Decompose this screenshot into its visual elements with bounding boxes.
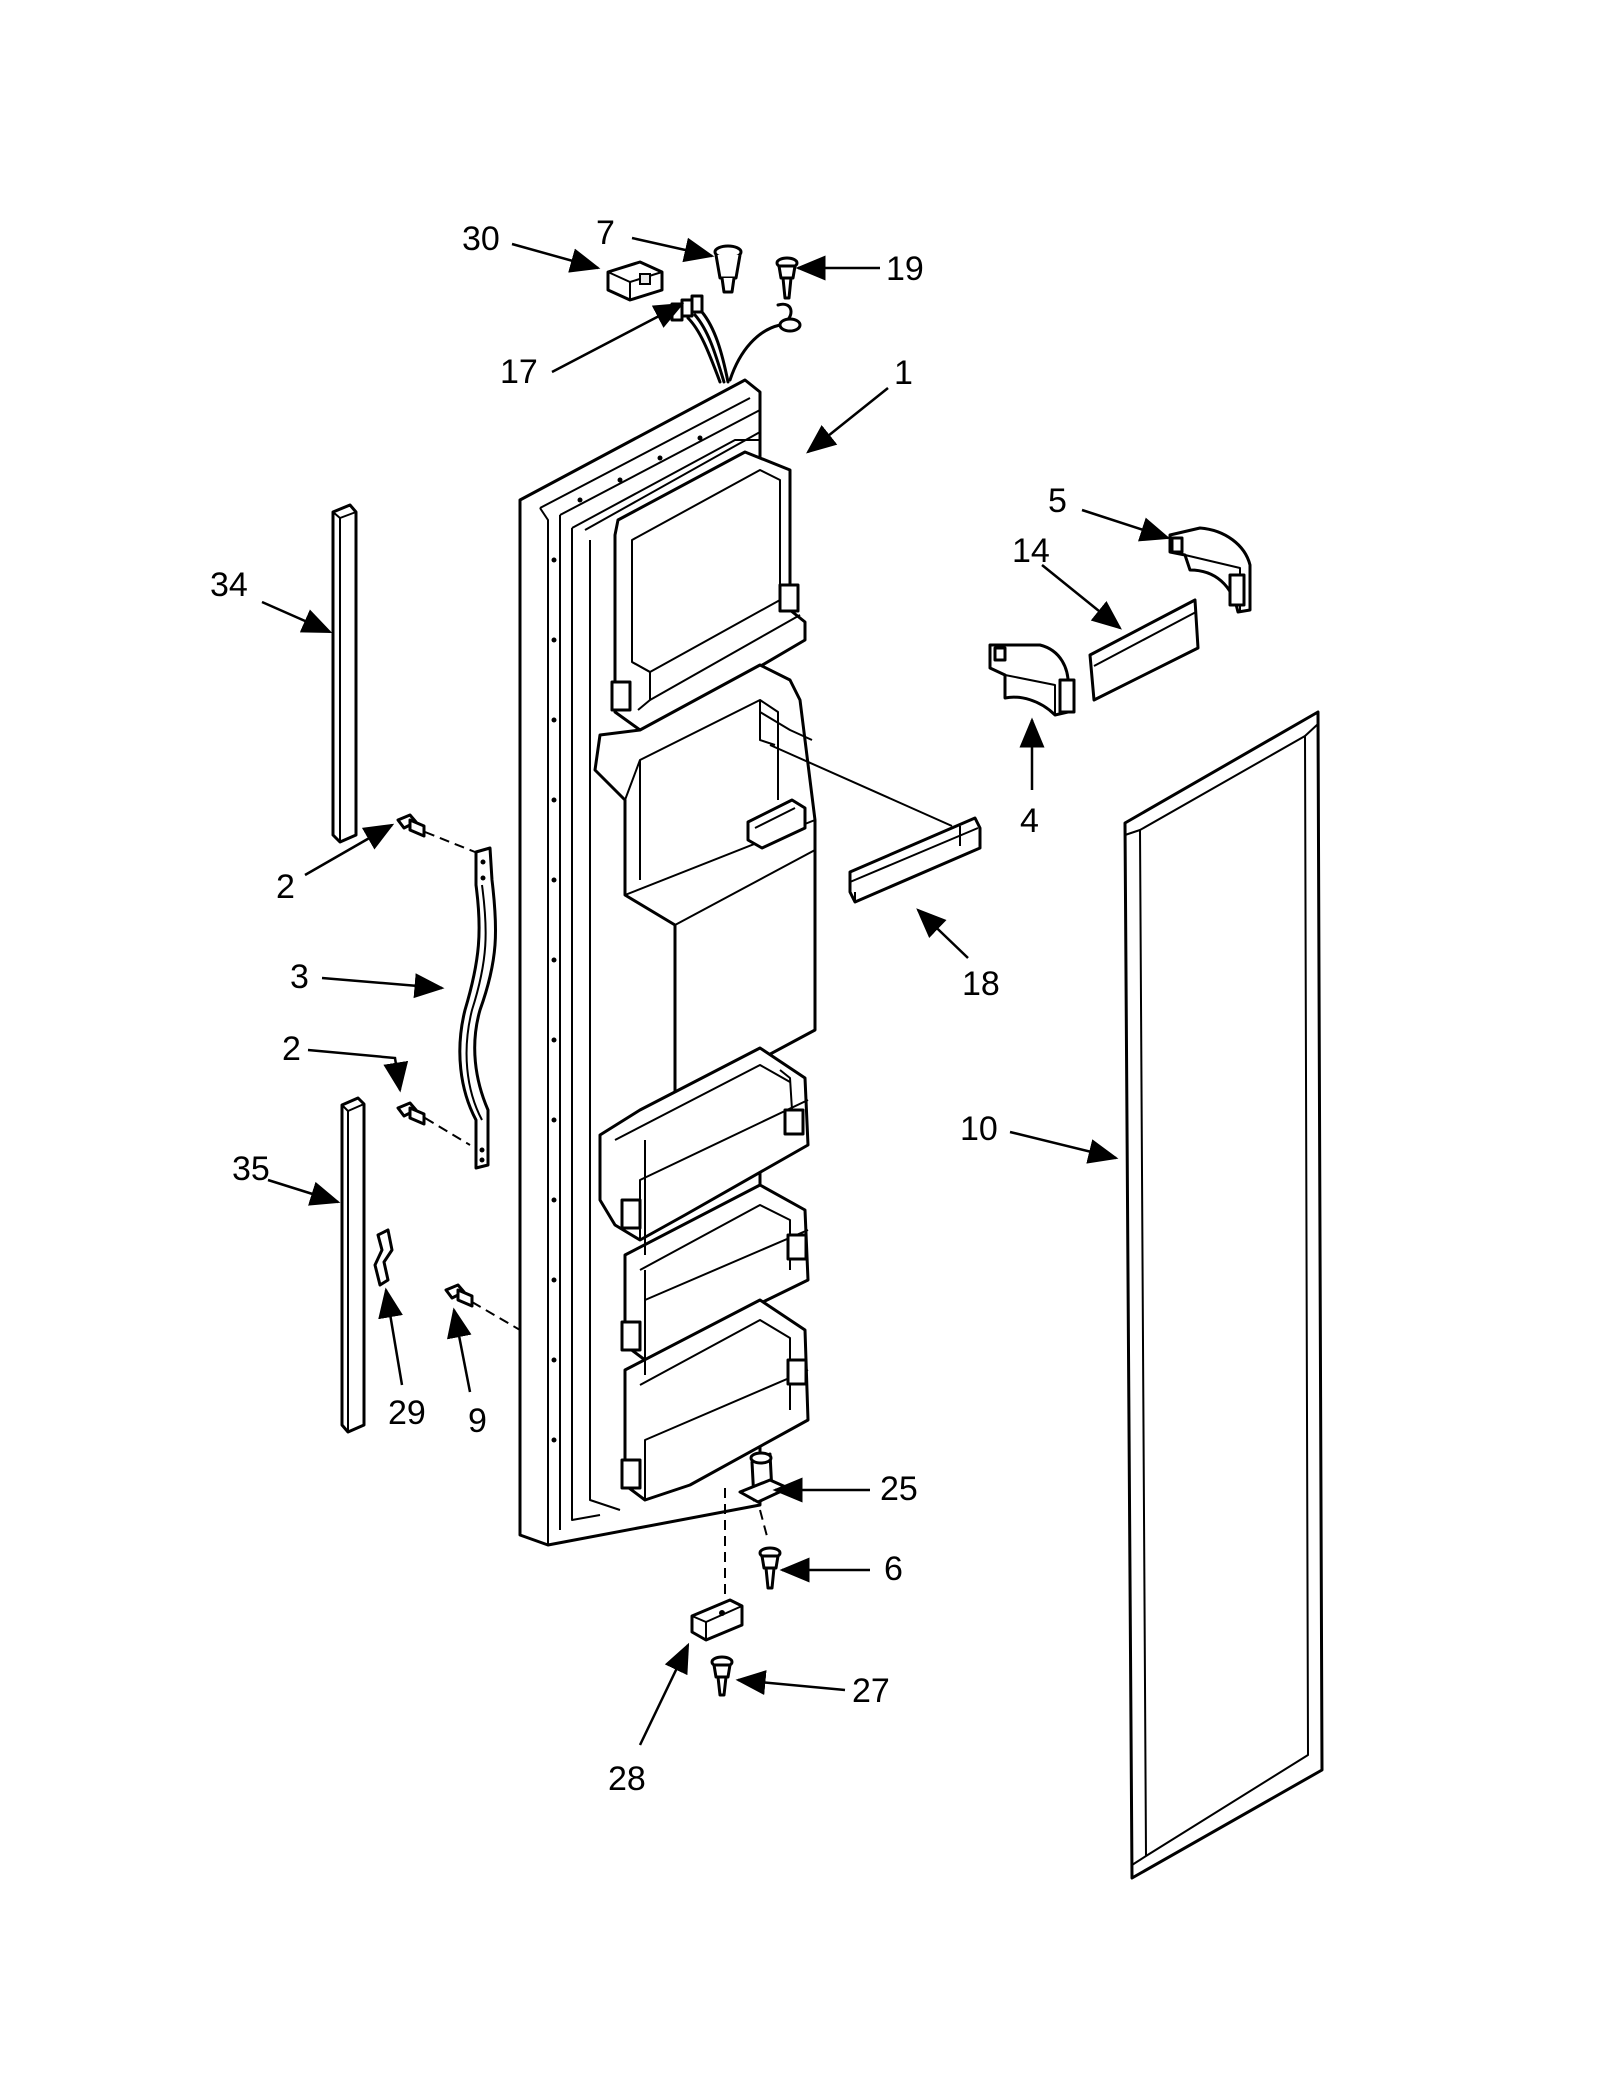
hinge-bracket-part-28 — [690, 1598, 744, 1642]
callout-labels: 30 7 19 17 1 5 14 34 4 2 3 18 2 10 35 29… — [210, 214, 1067, 1798]
screw-part-2-bottom — [396, 1101, 426, 1126]
handle-part-3 — [458, 846, 498, 1170]
plug-part-7 — [713, 244, 743, 294]
screw-part-9 — [444, 1283, 474, 1308]
screw-part-6 — [758, 1546, 782, 1590]
label-29: 29 — [388, 1394, 426, 1432]
shelf-rail-part-18 — [769, 744, 982, 904]
label-28: 28 — [608, 1760, 646, 1798]
label-2-top: 2 — [276, 868, 295, 906]
label-4: 4 — [1020, 802, 1039, 840]
label-30: 30 — [462, 220, 500, 258]
label-3: 3 — [290, 958, 309, 996]
label-18: 18 — [962, 965, 1000, 1003]
label-7: 7 — [596, 214, 615, 252]
label-19: 19 — [886, 250, 924, 288]
screw-part-27 — [710, 1655, 734, 1697]
door-liner — [593, 450, 817, 1502]
label-14: 14 — [1012, 532, 1050, 570]
wire-harness — [670, 294, 802, 384]
bracket-part-4 — [988, 643, 1076, 717]
dash-line-screw-2b — [424, 1117, 471, 1146]
label-1: 1 — [894, 354, 913, 392]
screw-part-19 — [775, 256, 799, 300]
label-2-bottom: 2 — [282, 1030, 301, 1068]
trim-strip-34 — [331, 503, 358, 844]
connector-part-30 — [606, 260, 664, 302]
screw-part-2-top — [396, 813, 426, 838]
label-34: 34 — [210, 566, 248, 604]
dash-line-25 — [759, 1509, 769, 1541]
trim-strip-35 — [340, 1096, 366, 1434]
label-9: 9 — [468, 1402, 487, 1440]
label-10: 10 — [960, 1110, 998, 1148]
leader-18-to-door — [769, 744, 953, 827]
bracket-part-5 — [1168, 526, 1252, 614]
label-6: 6 — [884, 1550, 903, 1588]
label-5: 5 — [1048, 482, 1067, 520]
clip-part-29 — [373, 1228, 394, 1287]
dash-line-screw-9 — [471, 1301, 521, 1331]
label-17: 17 — [500, 353, 538, 391]
door-gasket-part-10 — [1123, 710, 1324, 1880]
label-25: 25 — [880, 1470, 918, 1508]
dash-line-screw-2 — [424, 831, 476, 853]
leader-arrows — [261, 236, 1171, 1746]
label-27: 27 — [852, 1672, 890, 1710]
cover-part-14 — [1088, 598, 1200, 702]
door-rivets — [551, 435, 703, 1443]
label-35: 35 — [232, 1150, 270, 1188]
